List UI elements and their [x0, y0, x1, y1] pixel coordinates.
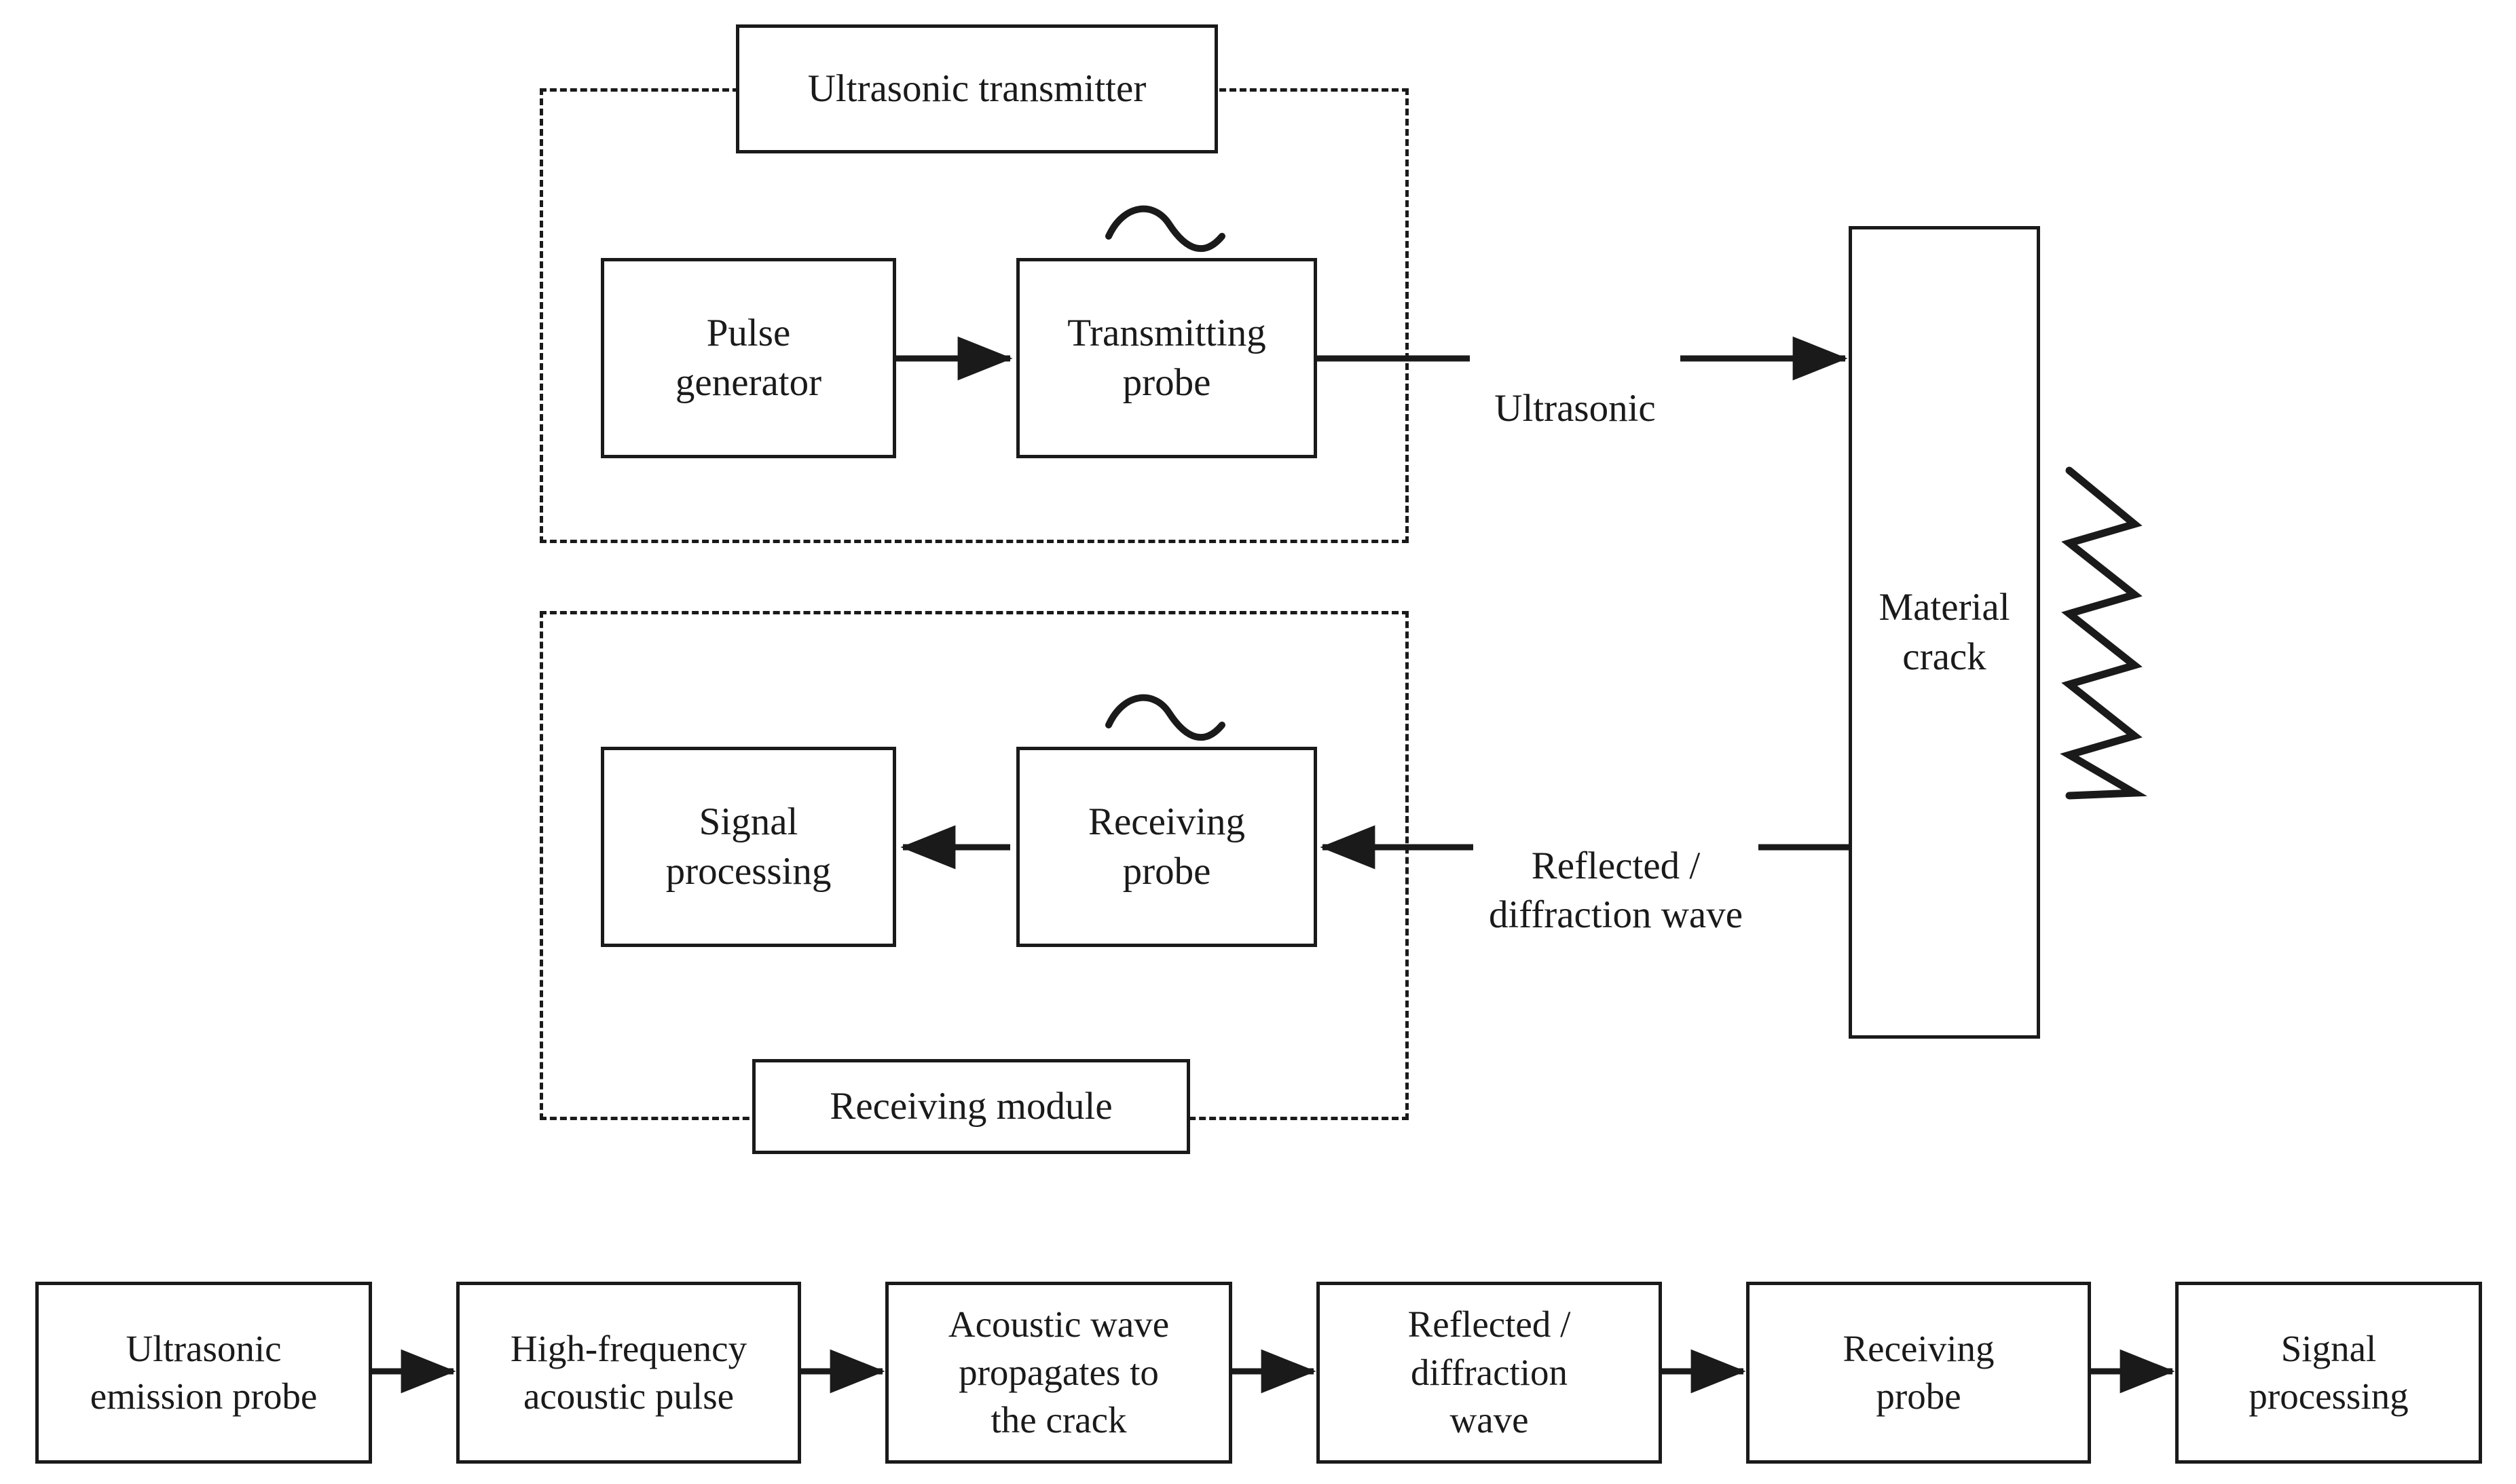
flow-step-1-label: Ultrasonic emission probe [90, 1327, 318, 1417]
block-material-crack-label: Material crack [1879, 585, 2010, 678]
flow-step-5-label: Receiving probe [1843, 1327, 1995, 1417]
group-label-ultrasonic-transmitter-text: Ultrasonic transmitter [807, 67, 1147, 110]
flow-step-5: Receiving probe [1746, 1282, 2091, 1464]
flow-step-6-label: Signal processing [2249, 1327, 2409, 1417]
flow-step-3-label: Acoustic wave propagates to the crack [948, 1303, 1170, 1441]
block-pulse-generator: Pulse generator [601, 258, 896, 458]
label-reflected-diffraction-wave: Reflected / diffraction wave [1473, 793, 1758, 940]
block-receiving-probe: Receiving probe [1016, 747, 1317, 947]
flow-step-2-label: High-frequency acoustic pulse [510, 1327, 747, 1417]
flow-step-6: Signal processing [2175, 1282, 2482, 1464]
group-label-ultrasonic-transmitter: Ultrasonic transmitter [736, 24, 1218, 153]
block-signal-processing: Signal processing [601, 747, 896, 947]
flow-step-4-label: Reflected / diffraction wave [1407, 1303, 1571, 1441]
label-reflected-diffraction-wave-text: Reflected / diffraction wave [1488, 844, 1743, 936]
label-ultrasonic: Ultrasonic [1470, 335, 1680, 433]
label-ultrasonic-text: Ultrasonic [1494, 386, 1656, 430]
flow-step-2: High-frequency acoustic pulse [456, 1282, 801, 1464]
block-transmitting-probe: Transmitting probe [1016, 258, 1317, 458]
block-pulse-generator-label: Pulse generator [675, 311, 822, 404]
block-signal-processing-label: Signal processing [665, 800, 832, 893]
block-material-crack: Material crack [1849, 226, 2040, 1039]
flow-step-3: Acoustic wave propagates to the crack [885, 1282, 1232, 1464]
block-receiving-probe-label: Receiving probe [1088, 800, 1246, 893]
group-label-receiving-module: Receiving module [752, 1059, 1190, 1154]
flow-step-4: Reflected / diffraction wave [1316, 1282, 1662, 1464]
block-transmitting-probe-label: Transmitting probe [1067, 311, 1266, 404]
flow-step-1: Ultrasonic emission probe [35, 1282, 372, 1464]
group-label-receiving-module-text: Receiving module [830, 1084, 1113, 1128]
zigzag-crack-icon [2060, 466, 2147, 800]
